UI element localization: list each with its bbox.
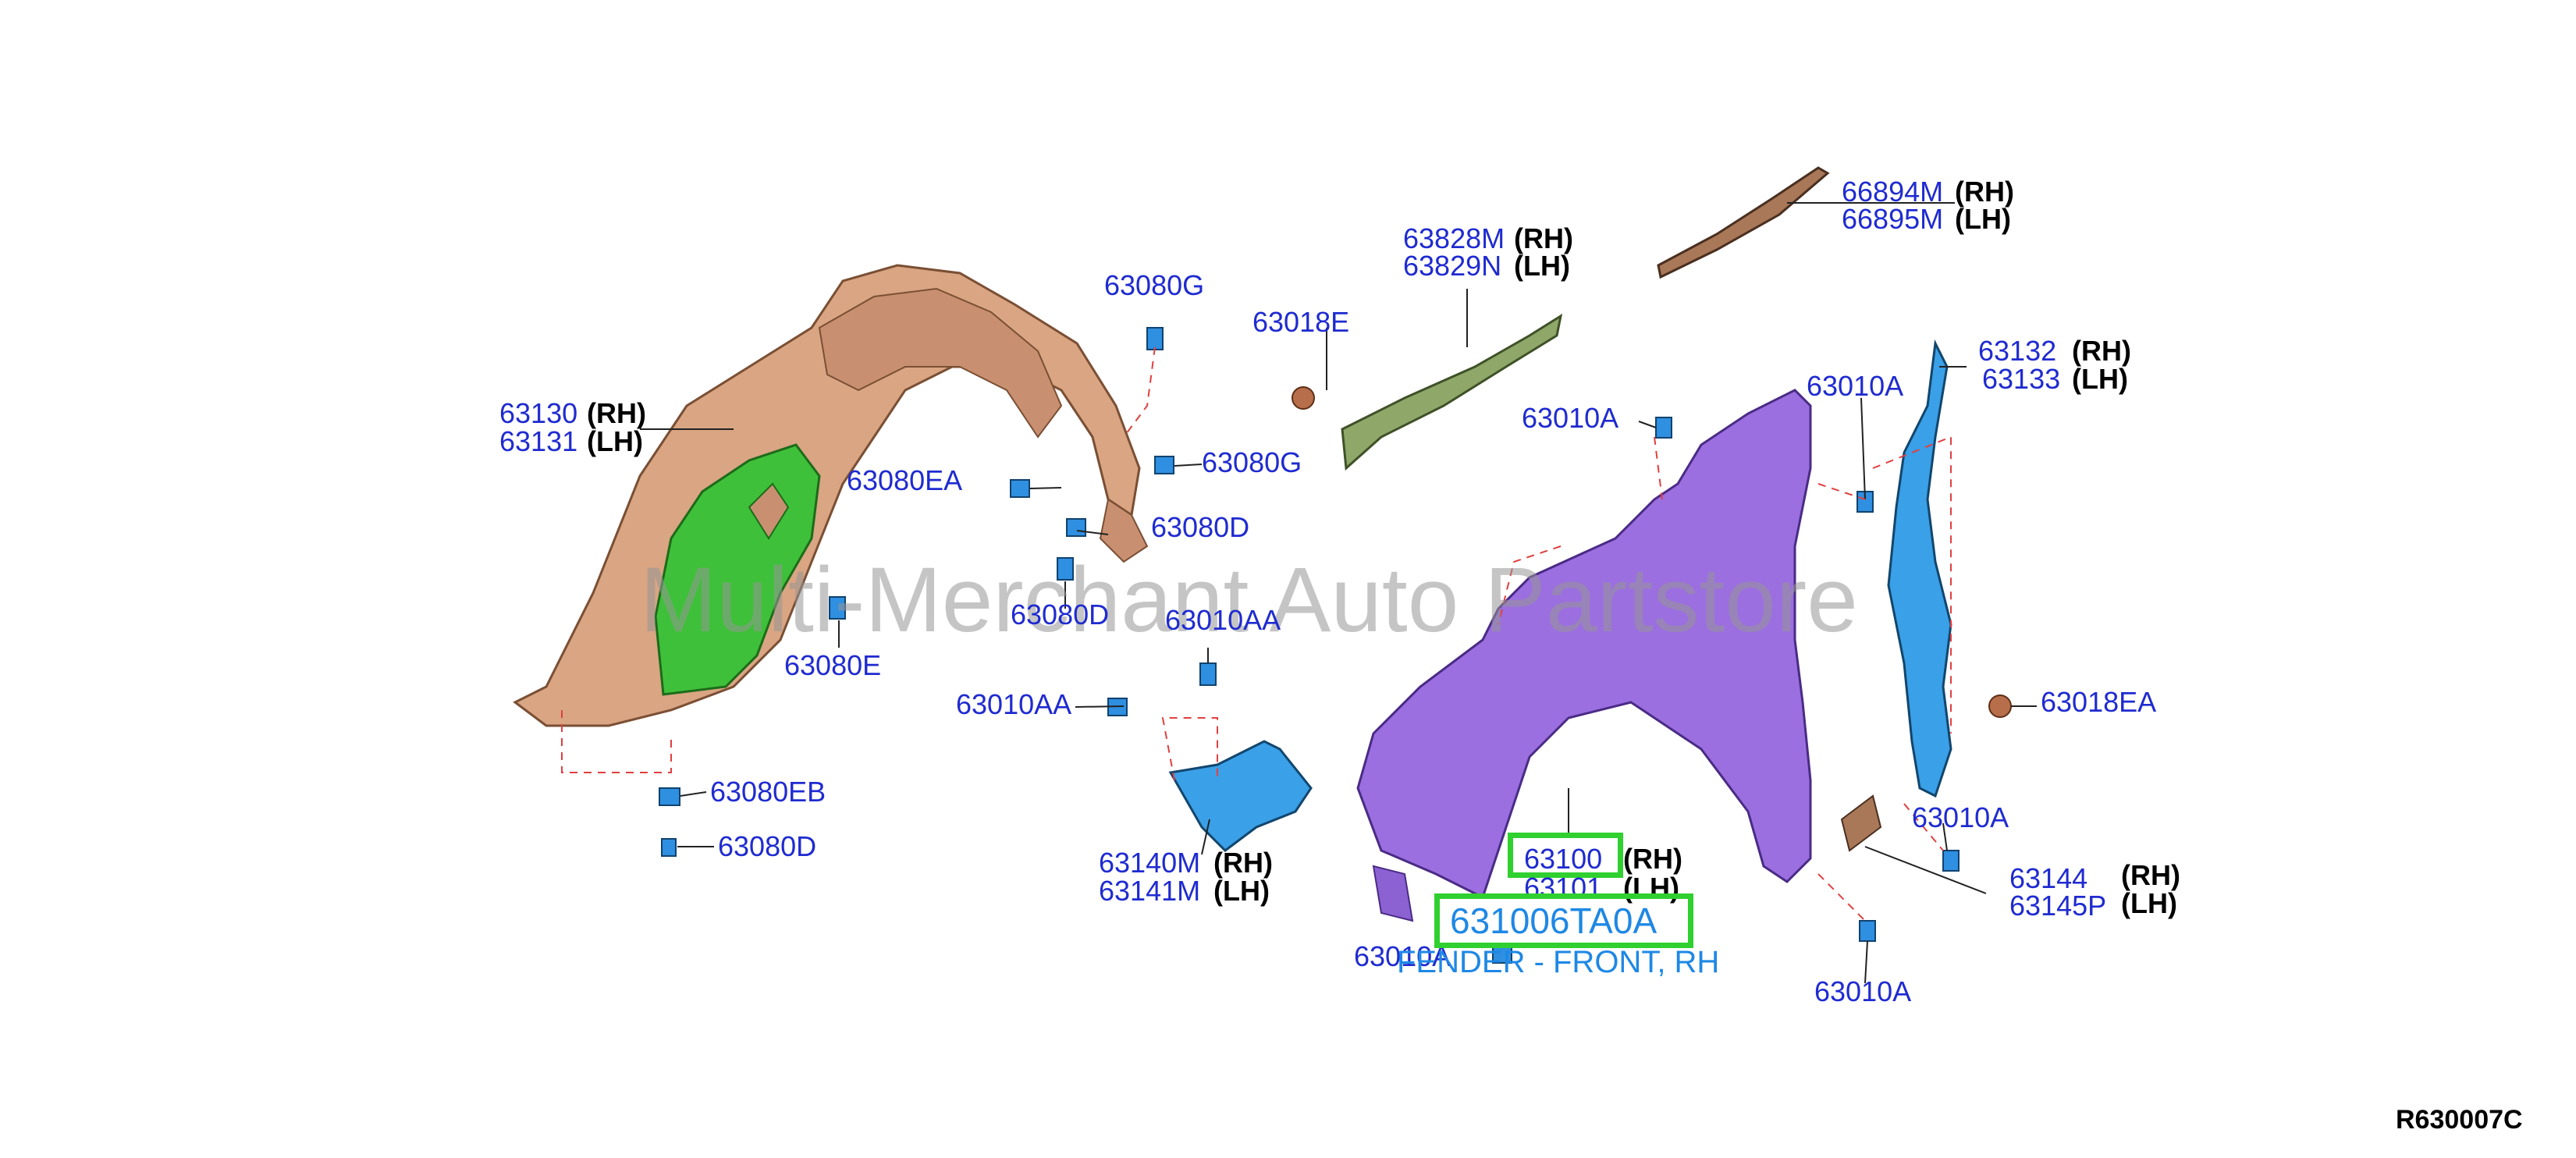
side-label-66895M: (LH) [1955, 203, 2011, 235]
part-label-63080D-low[interactable]: 63080D [1011, 599, 1110, 631]
part-label-63829N[interactable]: 63829N [1403, 250, 1502, 282]
fender-upper-seal-strip [1657, 166, 1830, 279]
side-label-63130: (RH) [587, 397, 646, 429]
leader-lines [640, 202, 2037, 984]
part-label-63131[interactable]: 63131 [499, 425, 578, 457]
part-label-63080G-mid[interactable]: 63080G [1202, 446, 1302, 478]
part-label-63018EA[interactable]: 63018EA [2041, 686, 2157, 718]
part-label-66894M[interactable]: 66894M [1842, 176, 1944, 208]
fastener-bolts-brown [1292, 386, 2012, 718]
side-label-63144: (RH) [2121, 859, 2180, 891]
side-label-63132: (RH) [2072, 335, 2131, 367]
highlight-box-63100 [1508, 833, 1623, 878]
side-label-63100: (RH) [1623, 843, 1682, 875]
part-label-63010A-bottom[interactable]: 63010A [1814, 975, 1912, 1007]
front-fender-purple [1356, 389, 1812, 900]
fastener-clips [659, 327, 1960, 964]
part-label-63132[interactable]: 63132 [1978, 335, 2057, 367]
highlighted-part-number[interactable]: 631006TA0A [1450, 900, 1658, 941]
fender-side-bracket-blue [1887, 339, 1952, 798]
part-label-63010A-right-top[interactable]: 63010A [1807, 370, 1904, 402]
part-label-63010A-top[interactable]: 63010A [1522, 402, 1619, 434]
diagram-ref-code: R630007C [2396, 1105, 2523, 1135]
highlighted-part-description: FENDER - FRONT, RH [1397, 945, 1720, 979]
side-label-63829N: (LH) [1514, 250, 1570, 282]
side-label-63140M: (RH) [1213, 847, 1273, 879]
part-label-63080D-mid[interactable]: 63080D [1151, 511, 1250, 543]
part-label-63080EA[interactable]: 63080EA [847, 464, 963, 496]
side-label-63828M: (RH) [1514, 222, 1573, 254]
part-label-66895M[interactable]: 66895M [1842, 203, 1944, 235]
highlight-box-part-number [1434, 893, 1693, 948]
part-label-63080D-bottom[interactable]: 63080D [718, 830, 817, 862]
side-label-63145P: (LH) [2121, 887, 2177, 919]
side-label-63141M: (LH) [1213, 875, 1270, 907]
part-label-63010AA-top[interactable]: 63010AA [1165, 604, 1281, 636]
side-label-63131: (LH) [587, 425, 643, 457]
fender-bracket-blue-small [1168, 740, 1313, 852]
part-label-63010A-right-mid[interactable]: 63010A [1912, 801, 2009, 833]
side-label-63133: (LH) [2072, 363, 2128, 395]
part-label-63145P[interactable]: 63145P [2009, 890, 2107, 922]
fender-bracket-brown-small [1840, 794, 1882, 852]
watermark: Multi-Merchant Auto Partstore [640, 549, 1858, 652]
part-label-63140M[interactable]: 63140M [1099, 847, 1201, 879]
part-label-63080E[interactable]: 63080E [784, 649, 882, 681]
fender-seal-olive [1341, 313, 1563, 471]
part-label-63080G-top[interactable]: 63080G [1104, 269, 1205, 301]
part-label-63018E[interactable]: 63018E [1252, 306, 1350, 338]
part-label-63100[interactable]: 63100 [1524, 843, 1603, 875]
part-label-63828M[interactable]: 63828M [1403, 222, 1505, 254]
dashed-leader-lines [561, 346, 1952, 922]
part-label-63133[interactable]: 63133 [1982, 363, 2061, 395]
part-label-63130[interactable]: 63130 [499, 397, 578, 429]
side-label-66894M: (RH) [1955, 176, 2014, 208]
part-label-63141M[interactable]: 63141M [1099, 875, 1201, 907]
liner-insulator-hole [748, 482, 790, 540]
part-label-63010AA-left[interactable]: 63010AA [956, 688, 1072, 720]
part-label-63144[interactable]: 63144 [2009, 862, 2088, 894]
fender-lower-extension [1372, 865, 1414, 922]
part-label-63080EB[interactable]: 63080EB [710, 776, 826, 808]
